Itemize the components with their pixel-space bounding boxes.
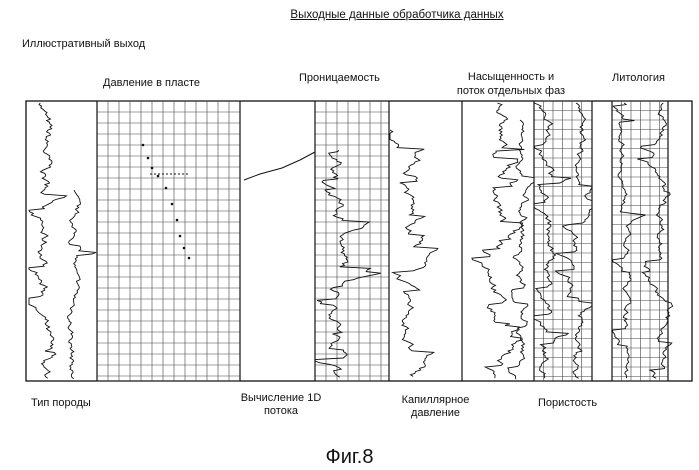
porosity-grid-border [534,101,592,381]
capillary-pressure-curve [390,130,438,376]
flow-1d-curve [244,152,315,180]
rock-type-curve-secondary [68,190,96,379]
pressure-point [157,175,160,178]
pressure-point [165,187,168,190]
pressure-point [151,167,154,170]
pressure-point [188,257,191,260]
pressure-point [171,203,174,206]
porosity-curve-b [556,103,593,378]
pressure-point [142,144,145,147]
track-separators [97,101,668,381]
porosity-curve-a [534,103,571,378]
permeability-grid [315,101,389,381]
pressure-grid [97,101,240,381]
pressure-grid-border [97,101,240,381]
pressure-point [183,247,186,250]
saturation-curve [472,103,524,378]
rock-type-curve [29,103,66,378]
pressure-point [147,157,150,160]
porosity-grid [534,101,592,381]
curves [29,103,673,379]
pressure-point [179,235,182,238]
pressure-point [176,219,179,222]
grids [97,101,668,381]
lithology-curve-b [637,103,672,378]
figure-caption: Фиг.8 [0,446,699,468]
